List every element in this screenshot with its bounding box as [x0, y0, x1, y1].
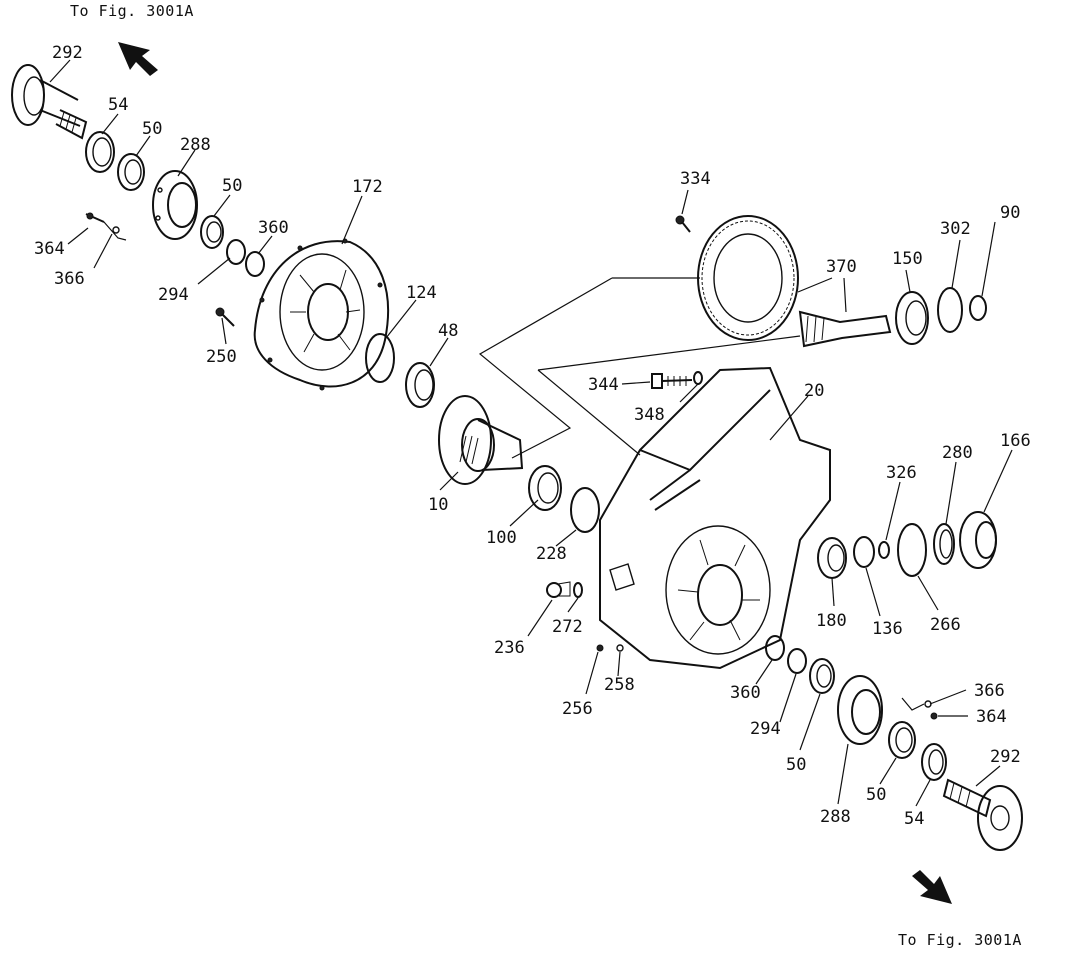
callout-136: 136 — [872, 619, 903, 639]
bearing-50-lower-b — [888, 721, 916, 759]
flange-shaft-upper — [11, 64, 88, 140]
cage-288-lower — [837, 675, 883, 745]
bearing-50-upper-a — [117, 153, 145, 191]
cage-166 — [959, 511, 997, 569]
callout-326: 326 — [886, 463, 917, 483]
callout-20: 20 — [804, 381, 824, 401]
callout-292-lower: 292 — [990, 747, 1021, 767]
bolt-344 — [651, 373, 693, 389]
ring-266 — [897, 523, 927, 577]
leader-lines — [49, 59, 1013, 807]
callout-172: 172 — [352, 177, 383, 197]
bearing-50-upper-b — [200, 215, 224, 249]
callout-50-lower-b: 50 — [866, 785, 886, 805]
ring-228 — [570, 487, 600, 533]
callout-294-upper: 294 — [158, 285, 189, 305]
callout-302: 302 — [940, 219, 971, 239]
bearing-100 — [528, 465, 562, 511]
callout-292-upper: 292 — [52, 43, 83, 63]
callout-180: 180 — [816, 611, 847, 631]
callout-228: 228 — [536, 544, 567, 564]
ring-302 — [937, 287, 963, 333]
callout-288-upper: 288 — [180, 135, 211, 155]
shim-360-lower — [765, 635, 785, 661]
callout-54-upper: 54 — [108, 95, 128, 115]
callout-labels: 292 54 50 288 50 364 366 294 360 172 250… — [34, 43, 1031, 829]
reference-bottom: To Fig. 3001A — [898, 931, 1022, 949]
callout-50-lower-a: 50 — [786, 755, 806, 775]
callout-266: 266 — [930, 615, 961, 635]
callout-370: 370 — [826, 257, 857, 277]
callout-10: 10 — [428, 495, 448, 515]
callout-366-lower: 366 — [974, 681, 1005, 701]
oring-272 — [573, 582, 583, 598]
callout-344: 344 — [588, 375, 619, 395]
flange-shaft-lower — [942, 778, 1023, 851]
cage-10 — [438, 395, 524, 485]
bolt-364-lower — [901, 697, 938, 720]
seal-54-lower — [921, 743, 947, 781]
callout-250: 250 — [206, 347, 237, 367]
callout-236: 236 — [494, 638, 525, 658]
callout-50-upper-b: 50 — [222, 176, 242, 196]
bearing-180 — [817, 537, 847, 579]
shim-360-upper — [245, 251, 265, 277]
plug-236 — [546, 581, 571, 598]
callout-360-lower: 360 — [730, 683, 761, 703]
bolt-250 — [215, 307, 235, 327]
callout-272: 272 — [552, 617, 583, 637]
housing-20 — [599, 366, 831, 670]
callout-258: 258 — [604, 675, 635, 695]
bolt-364-upper — [85, 212, 127, 241]
spacer-136 — [853, 536, 875, 568]
callout-50-upper-a: 50 — [142, 119, 162, 139]
seal-54-upper — [85, 131, 115, 173]
cage-288-upper — [152, 170, 198, 240]
bevel-gear — [697, 215, 799, 341]
ring-326 — [878, 541, 890, 559]
bearing-150 — [895, 291, 929, 345]
bolt-334 — [675, 215, 691, 233]
callout-360-upper: 360 — [258, 218, 289, 238]
callout-90: 90 — [1000, 203, 1020, 223]
callout-166: 166 — [1000, 431, 1031, 451]
callout-288-lower: 288 — [820, 807, 851, 827]
washer-90 — [969, 295, 987, 321]
callout-124: 124 — [406, 283, 437, 303]
bearing-50-lower-a — [809, 658, 835, 694]
bearing-48 — [405, 362, 435, 408]
callout-150: 150 — [892, 249, 923, 269]
callout-280: 280 — [942, 443, 973, 463]
callout-334: 334 — [680, 169, 711, 189]
callout-48: 48 — [438, 321, 458, 341]
callout-348: 348 — [634, 405, 665, 425]
callout-364-upper: 364 — [34, 239, 65, 259]
ring-294-lower — [787, 648, 807, 674]
bearing-280 — [933, 523, 955, 565]
reference-top: To Fig. 3001A — [70, 2, 194, 20]
callout-100: 100 — [486, 528, 517, 548]
ring-124 — [365, 333, 395, 383]
pinion-370 — [798, 310, 892, 348]
callout-256: 256 — [562, 699, 593, 719]
washer-348 — [693, 371, 703, 385]
callout-364-lower: 364 — [976, 707, 1007, 727]
arrow-up-left-icon — [118, 42, 158, 76]
washer-258 — [616, 644, 624, 652]
ring-294-upper — [226, 239, 246, 265]
callout-54-lower: 54 — [904, 809, 924, 829]
plug-256 — [596, 644, 604, 652]
arrow-down-right-icon — [912, 870, 952, 904]
callout-366-upper: 366 — [54, 269, 85, 289]
callout-294-lower: 294 — [750, 719, 781, 739]
